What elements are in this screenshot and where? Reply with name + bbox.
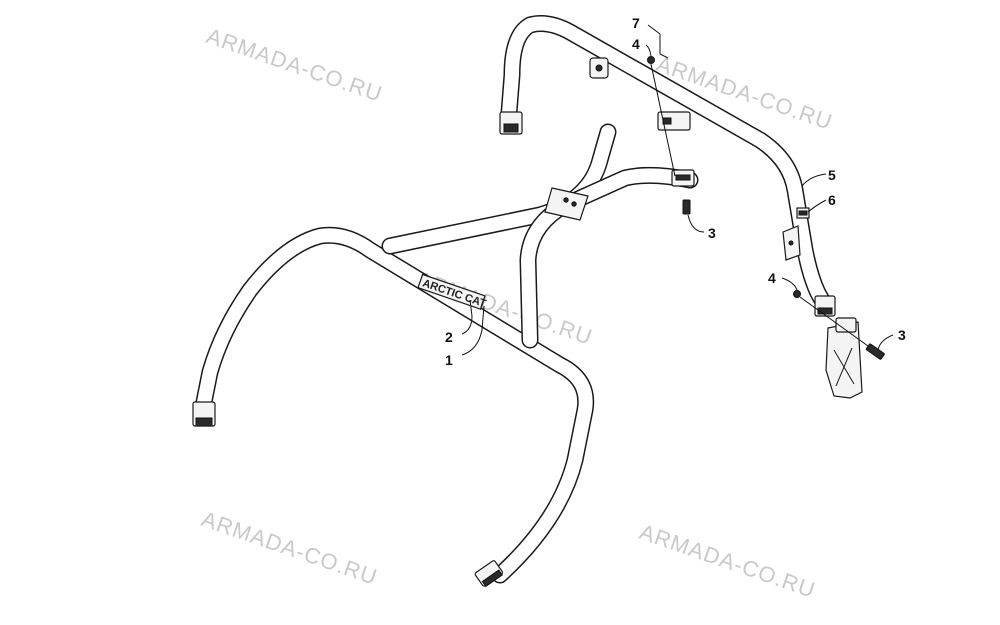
rear-right-foot-mount	[814, 295, 836, 317]
rear-bolt-icon	[865, 343, 885, 360]
leader-2	[461, 299, 473, 335]
leader-lines	[461, 24, 894, 356]
rear-nut-icon	[793, 290, 801, 298]
assembly-line-upper	[650, 63, 676, 177]
rear-roll-bar-fill	[501, 16, 829, 307]
rear-left-foot-mount	[499, 111, 523, 135]
leader-1	[461, 305, 485, 356]
callout-1: 1	[445, 352, 453, 368]
leader-5	[801, 173, 827, 187]
callout-labels: 1 2 3 3 4 4 5 6 7	[445, 15, 906, 368]
rear-decal-6	[796, 207, 810, 219]
assembly-line-rear	[799, 296, 869, 347]
leader-3-upper	[687, 214, 705, 233]
callout-7: 7	[632, 15, 640, 31]
leader-3-lower	[877, 334, 894, 351]
callout-3-upper: 3	[708, 225, 716, 241]
callout-5: 5	[828, 167, 836, 183]
leader-4-upper	[645, 44, 652, 57]
rear-side-bracket	[782, 225, 801, 261]
watermark-bottom-right: ARMADA-CO.RU	[636, 519, 818, 603]
center-tube-clamp	[671, 169, 695, 187]
callout-2: 2	[445, 329, 453, 345]
watermark-top-left: ARMADA-CO.RU	[203, 23, 385, 107]
cross-brace-fill	[383, 125, 615, 253]
fasteners	[647, 56, 885, 360]
front-roll-bar: ARCTIC CAT	[192, 226, 595, 588]
right-foot-mount	[474, 560, 504, 588]
callout-4-upper: 4	[632, 36, 640, 52]
leader-6	[807, 199, 827, 213]
rear-receiver-socket	[825, 317, 863, 399]
center-brace-tubes	[381, 123, 699, 349]
front-roll-bar-fill	[195, 228, 593, 582]
leader-4-lower	[781, 277, 798, 291]
lower-bolt-icon	[682, 199, 691, 215]
rear-upper-clamp	[657, 111, 691, 131]
leader-7	[647, 24, 669, 59]
rear-roll-bar	[499, 15, 863, 399]
rear-top-bracket	[589, 57, 609, 79]
callout-6: 6	[828, 192, 836, 208]
watermark-bottom-left: ARMADA-CO.RU	[198, 506, 380, 590]
callout-4-lower: 4	[768, 270, 776, 286]
callout-3-lower: 3	[898, 327, 906, 343]
left-foot-mount	[192, 401, 216, 427]
upper-nut-icon	[647, 56, 655, 64]
center-gusset-plate	[544, 187, 589, 221]
